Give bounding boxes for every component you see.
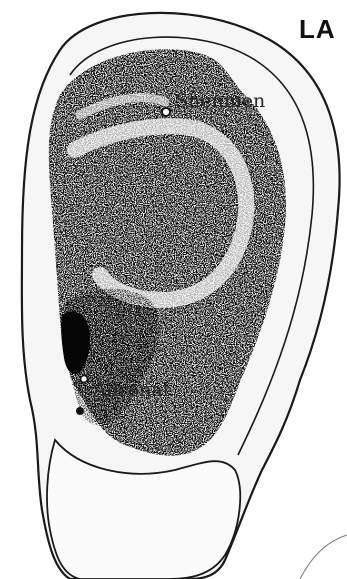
shenmen-label: Shenmen	[175, 92, 265, 111]
corner-arc	[300, 535, 347, 579]
shenmen-point-marker	[162, 108, 170, 116]
adrenal-lower-dot	[76, 407, 84, 415]
diagram-title: LA	[299, 16, 336, 42]
adrenal-label: Adrenal	[93, 381, 169, 400]
adrenal-point-marker	[81, 376, 88, 383]
